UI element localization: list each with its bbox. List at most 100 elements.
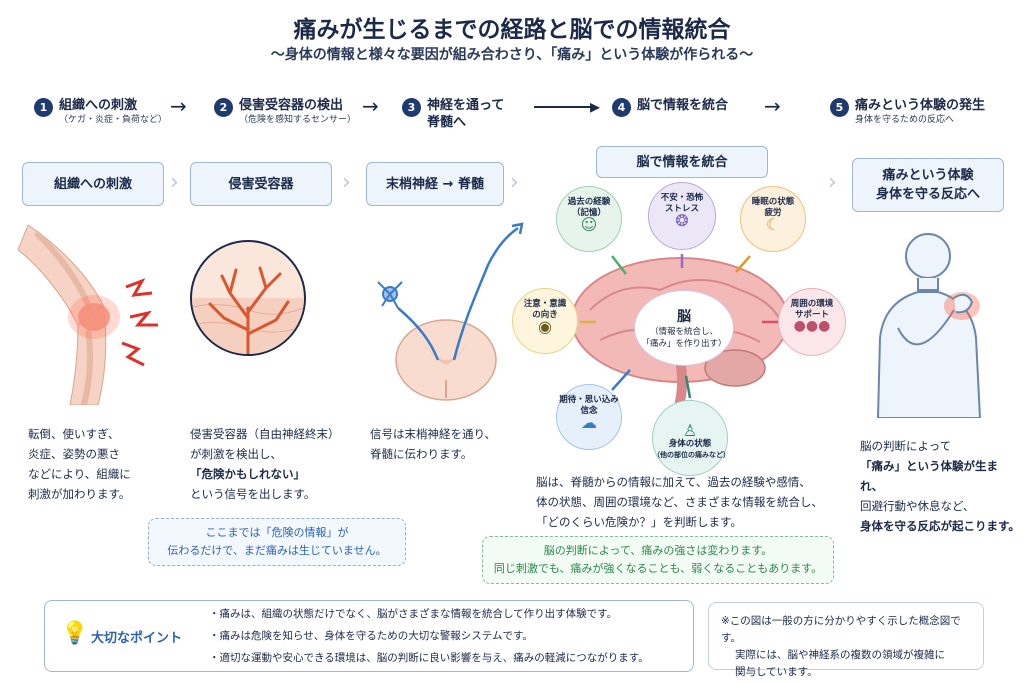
stage-box-pain-line1: 痛みという体験 bbox=[882, 168, 974, 183]
factor-label: （記憶） bbox=[571, 208, 606, 218]
head-memory-icon: ☺ bbox=[580, 215, 598, 234]
factor-body-state: ♙ 身体の状態 （他の部位の痛みなど） bbox=[652, 400, 730, 476]
knee-illustration bbox=[18, 225, 158, 405]
description-line: 「危険かもしれない」 bbox=[190, 467, 305, 481]
factor-label: 信念 bbox=[580, 406, 598, 416]
arrow-right-icon: ▸ bbox=[590, 94, 601, 118]
thinking-head-icon: ☁ bbox=[581, 413, 597, 432]
factor-label: （他の部位の痛みなど） bbox=[653, 451, 730, 459]
factor-past-experience: 過去の経験 （記憶） ☺ bbox=[556, 186, 622, 252]
description-line: 「痛み」という体験が生まれ、 bbox=[860, 459, 998, 493]
stage-box-brain: 脳で情報を統合 bbox=[596, 146, 768, 178]
note-brain-judgement: 脳の判断によって、痛みの強さは変わります。 同じ刺激でも、痛みが強くなることも、… bbox=[482, 536, 834, 584]
disclaimer-line: ※この図は一般の方に分かりやすく示した概念図です。 bbox=[721, 615, 961, 644]
arrow-icon bbox=[735, 255, 751, 273]
step-title: 脳で情報を統合 bbox=[637, 98, 729, 113]
brain-center-title: 脳 bbox=[677, 309, 691, 325]
step-3: 3 神経を通って 脊髄へ bbox=[402, 97, 504, 131]
factor-environment: 周囲の環境 サポート ●●● bbox=[778, 288, 846, 356]
factor-label: 期待・思い込み bbox=[559, 395, 619, 405]
description-line: 脊髄に伝わります。 bbox=[370, 447, 473, 461]
step-5: 5 痛みという体験の発生 身体を守るための反応へ bbox=[830, 97, 985, 127]
factor-sleep: 睡眠の状態 疲労 ☾ bbox=[740, 186, 806, 252]
description-line: 炎症、姿勢の悪さ bbox=[28, 447, 120, 461]
description-nerve: 信号は末梢神経を通り、 脊髄に伝わります。 bbox=[370, 424, 540, 464]
key-points-list: ・痛みは、組織の状態だけでなく、脳がさまざまな情報を統合して作り出す体験です。 … bbox=[209, 603, 691, 669]
description-tissue: 転倒、使いすぎ、 炎症、姿勢の悪さ などにより、組織に 刺激が加わります。 bbox=[28, 424, 178, 504]
chevron-right-icon: › bbox=[828, 170, 837, 195]
stress-head-icon: ❂ bbox=[675, 211, 689, 230]
step-title: 痛みという体験の発生 bbox=[855, 98, 986, 113]
factor-label: の向き bbox=[532, 310, 558, 320]
key-points-box: 💡 大切なポイント ・痛みは、組織の状態だけでなく、脳がさまざまな情報を統合して… bbox=[44, 600, 694, 672]
description-line: 刺激が加わります。 bbox=[28, 487, 131, 501]
step-number: 2 bbox=[214, 98, 233, 117]
pain-bolt-icon bbox=[121, 341, 145, 367]
stage-box-receptor: 侵害受容器 bbox=[190, 162, 332, 206]
step-4: 4 脳で情報を統合 bbox=[612, 97, 728, 117]
description-line: 回避行動や休息など、 bbox=[860, 499, 975, 513]
stage-box-tissue: 組織への刺激 bbox=[22, 162, 164, 206]
note-line: 伝わるだけで、まだ痛みは生じていません。 bbox=[167, 544, 387, 557]
key-point-item: ・適切な運動や安心できる環境は、脳の判断に良い影響を与え、痛みの軽減につながりま… bbox=[209, 652, 649, 664]
main-title: 痛みが生じるまでの経路と脳での情報統合 bbox=[293, 17, 731, 43]
step-subtitle: （危険を感知するセンサー） bbox=[239, 115, 357, 125]
step-1: 1 組織への刺激 （ケガ・炎症・負荷など） bbox=[34, 97, 167, 127]
stage-box-pain-line2: 身体を守る反応へ bbox=[875, 187, 980, 202]
description-line: 「どのくらい危険か？」を判断します。 bbox=[536, 515, 742, 529]
key-point-item: ・痛みは、組織の状態だけでなく、脳がさまざまな情報を統合して作り出す体験です。 bbox=[209, 608, 618, 620]
arrow-line bbox=[534, 106, 594, 108]
factor-label: 不安・恐怖 bbox=[660, 193, 704, 203]
subtitle: ～身体の情報と様々な要因が組み合わさり、「痛み」という体験が作られる～ bbox=[270, 47, 754, 63]
factor-label: 注意・意識 bbox=[523, 299, 567, 309]
eye-icon: ◉ bbox=[538, 317, 552, 336]
step-title: 組織への刺激 bbox=[59, 98, 138, 113]
spinal-cord-illustration bbox=[377, 222, 524, 401]
note-line: 脳の判断によって、痛みの強さは変わります。 bbox=[543, 544, 773, 557]
factor-label: 睡眠の状態 bbox=[751, 197, 795, 207]
note-line: 同じ刺激でも、痛みが強くなることも、弱くなることもあります。 bbox=[493, 562, 823, 575]
description-line: 侵害受容器（自由神経終末） bbox=[190, 427, 340, 441]
person-illustration bbox=[876, 233, 982, 418]
note-line: ここまでは「危険の情報」が bbox=[205, 526, 349, 539]
step-title: 侵害受容器の検出 bbox=[239, 98, 344, 113]
brain-center-line1: （情報を統合し、 bbox=[649, 327, 718, 337]
arrow-icon bbox=[684, 375, 692, 399]
factor-anxiety: 不安・恐怖 ストレス ❂ bbox=[648, 182, 716, 250]
chevron-right-icon: › bbox=[170, 170, 179, 195]
arrow-right-icon: → bbox=[764, 94, 781, 118]
person-icon: ♙ bbox=[682, 421, 698, 440]
step-title-line2: 脊髄へ bbox=[427, 115, 467, 130]
disclaimer-line: 実際には、脳や神経系の複数の領域が複雑に bbox=[735, 649, 945, 661]
pain-bolt-icon bbox=[125, 278, 153, 297]
key-points-label: 大切なポイント bbox=[91, 631, 183, 646]
step-title: 神経を通って bbox=[427, 98, 505, 113]
description-line: 信号は末梢神経を通り、 bbox=[370, 427, 497, 441]
receptor-illustration bbox=[190, 240, 306, 356]
arrow-right-icon: → bbox=[362, 94, 379, 118]
factor-expectation: 期待・思い込み 信念 ☁ bbox=[556, 384, 622, 450]
factor-attention: 注意・意識 の向き ◉ bbox=[512, 288, 578, 354]
factor-label: サポート bbox=[794, 310, 829, 320]
description-pain: 脳の判断によって 「痛み」という体験が生まれ、 回避行動や休息など、 身体を守る… bbox=[860, 436, 1020, 536]
arrow-icon bbox=[611, 369, 631, 391]
description-line: 転倒、使いすぎ、 bbox=[28, 427, 120, 441]
step-number: 4 bbox=[612, 98, 631, 117]
description-line: 体の状態、周囲の環境など、さまざまな情報を統合し、 bbox=[536, 495, 823, 509]
disclaimer-box: ※この図は一般の方に分かりやすく示した概念図です。 実際には、脳や神経系の複数の… bbox=[708, 602, 984, 678]
stage-box-nerve: 末梢神経 → 脊髄 bbox=[366, 162, 504, 206]
factor-label: 過去の経験 bbox=[567, 197, 611, 207]
brain-center-line2: 「痛み」を作り出す） bbox=[641, 339, 727, 349]
disclaimer-line: 関与しています。 bbox=[735, 666, 818, 678]
chevron-right-icon: › bbox=[510, 170, 519, 195]
step-number: 1 bbox=[34, 98, 53, 117]
description-receptor: 侵害受容器（自由神経終末） が刺激を検出し、 「危険かもしれない」 という信号を… bbox=[190, 424, 370, 504]
step-subtitle: 身体を守るための反応へ bbox=[855, 115, 955, 125]
factor-label: ストレス bbox=[664, 204, 699, 214]
factor-label: 疲労 bbox=[764, 208, 782, 218]
description-line: などにより、組織に bbox=[28, 467, 131, 481]
hand bbox=[953, 293, 974, 314]
factor-label: 身体の状態 bbox=[668, 439, 712, 449]
step-2: 2 侵害受容器の検出 （危険を感知するセンサー） bbox=[214, 97, 356, 127]
factor-arrows bbox=[580, 254, 778, 399]
